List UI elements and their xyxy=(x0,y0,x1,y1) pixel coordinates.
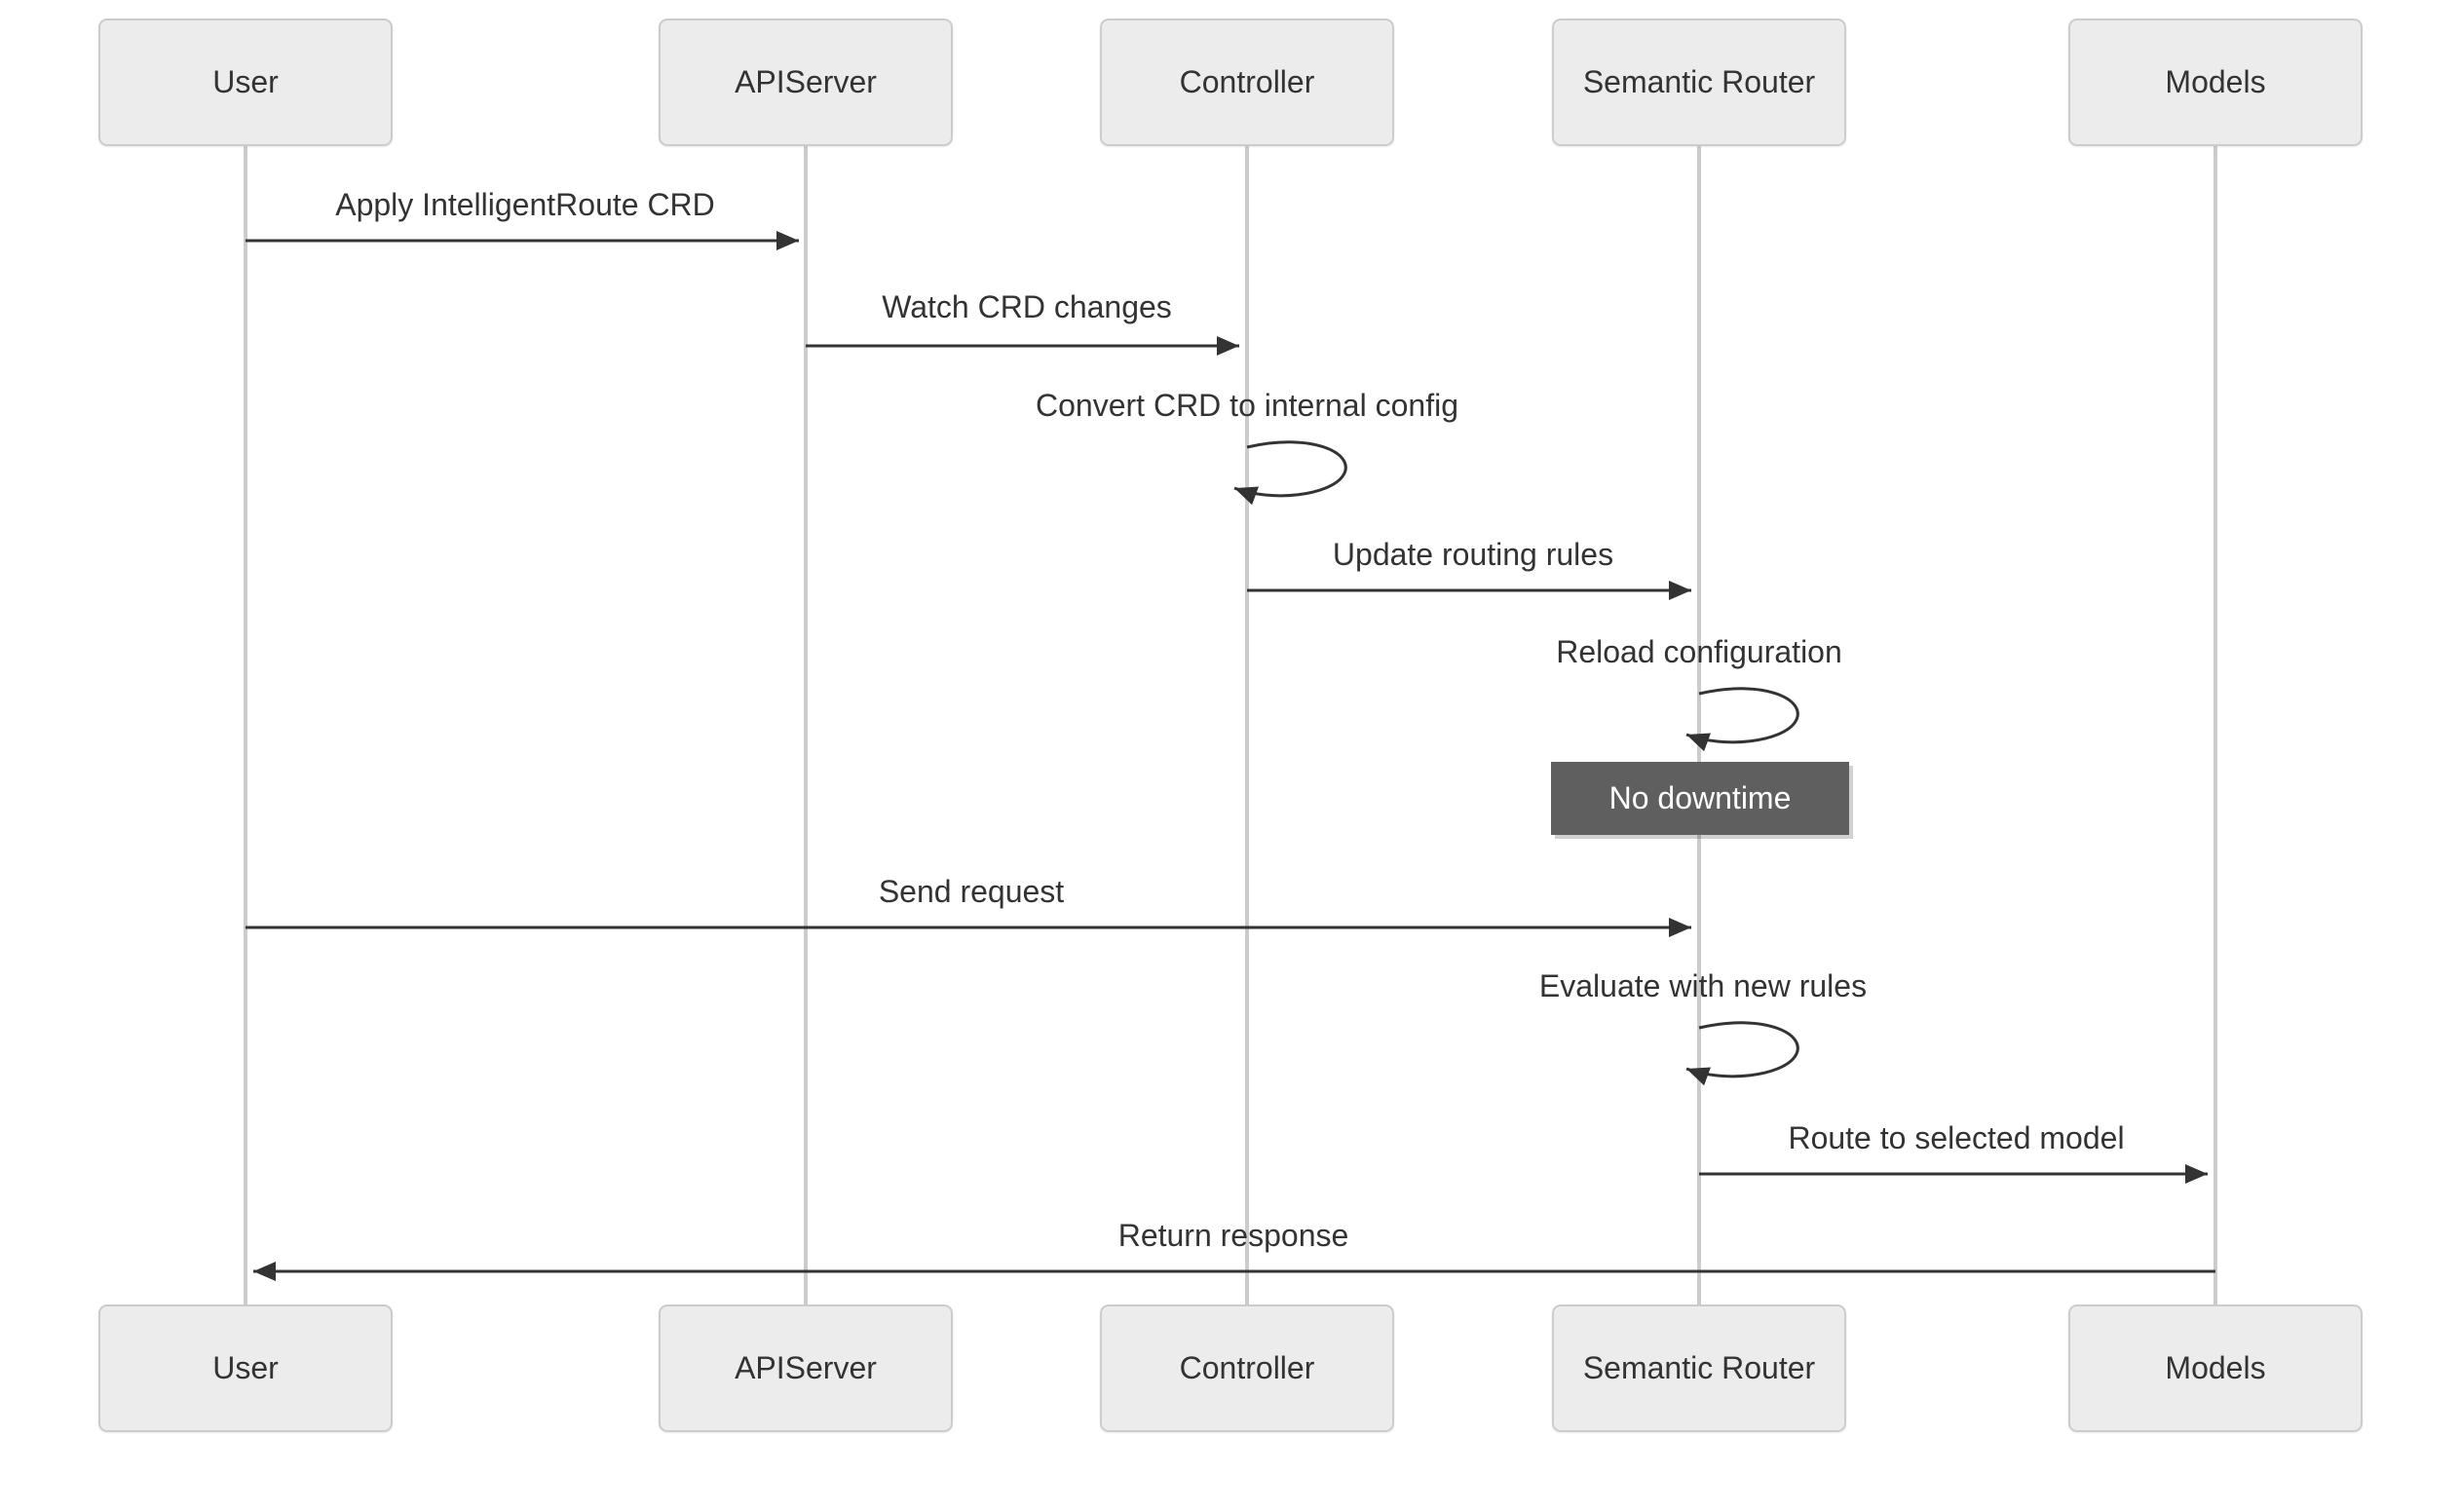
actor-apiserver-top: APIServer xyxy=(659,19,953,146)
message-return-response: Return response xyxy=(1117,1218,1349,1253)
actor-apiserver-label: APIServer xyxy=(735,1350,877,1385)
actor-semantic-router-top: Semantic Router xyxy=(1552,19,1846,146)
actor-semantic-router-label: Semantic Router xyxy=(1582,64,1816,99)
actor-models-label: Models xyxy=(2165,1350,2266,1385)
message-update-routing-rules: Update routing rules xyxy=(1332,537,1614,572)
actor-models-label: Models xyxy=(2165,64,2266,99)
actor-user-top: User xyxy=(98,19,393,146)
actor-user-label: User xyxy=(212,1350,279,1385)
actor-controller-label: Controller xyxy=(1179,64,1315,99)
actor-models-top: Models xyxy=(2068,19,2363,146)
actor-semantic-router-label: Semantic Router xyxy=(1582,1350,1816,1385)
self-loop-router-reload xyxy=(1685,687,1799,752)
message-route-to-selected-model: Route to selected model xyxy=(1788,1120,2125,1155)
note-no-downtime: No downtime xyxy=(1551,762,1849,835)
self-loop-controller-convert xyxy=(1233,440,1347,506)
actor-models-bottom: Models xyxy=(2068,1304,2363,1432)
actor-semantic-router-bottom: Semantic Router xyxy=(1552,1304,1846,1432)
note-no-downtime-label: No downtime xyxy=(1608,780,1792,815)
actor-controller-bottom: Controller xyxy=(1100,1304,1394,1432)
message-convert-crd-to-config: Convert CRD to internal config xyxy=(1036,388,1458,423)
actor-controller-top: Controller xyxy=(1100,19,1394,146)
message-reload-configuration: Reload configuration xyxy=(1556,634,1842,669)
message-evaluate-with-new-rules: Evaluate with new rules xyxy=(1538,968,1868,1003)
actor-user-bottom: User xyxy=(98,1304,393,1432)
message-apply-intelligentroute-crd: Apply IntelligentRoute CRD xyxy=(335,187,715,222)
actor-controller-label: Controller xyxy=(1179,1350,1315,1385)
message-send-request: Send request xyxy=(878,874,1065,909)
actor-user-label: User xyxy=(212,64,279,99)
self-loop-router-evaluate xyxy=(1685,1021,1799,1086)
message-watch-crd-changes: Watch CRD changes xyxy=(882,289,1172,324)
actor-apiserver-label: APIServer xyxy=(735,64,877,99)
actor-apiserver-bottom: APIServer xyxy=(659,1304,953,1432)
